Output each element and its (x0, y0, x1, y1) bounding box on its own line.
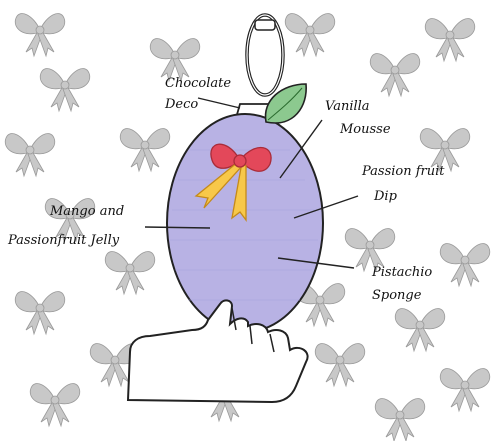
background-bow (40, 69, 90, 111)
label-pistachio-line2: Sponge (372, 288, 422, 303)
leader-line-chocolate (198, 98, 240, 108)
background-bow (105, 252, 155, 294)
label-mango-line2: Passionfruit Jelly (7, 233, 120, 248)
background-bow (370, 54, 420, 96)
background-bow (150, 39, 200, 81)
background-bow (285, 14, 335, 56)
label-vanilla-line2: Mousse (339, 122, 391, 137)
label-pistachio-line1: Pistachio (371, 265, 432, 280)
label-vanilla-line1: Vanilla (325, 99, 370, 114)
label-passion-dip-line2: Dip (373, 189, 398, 204)
mint-leaf-icon (265, 84, 306, 123)
egg-body (167, 114, 323, 332)
background-bow (375, 399, 425, 441)
background-bow (15, 292, 65, 334)
background-bow (440, 369, 490, 411)
leader-line-mango (145, 227, 210, 228)
label-chocolate-line2: Deco (164, 97, 198, 112)
background-bow (315, 344, 365, 386)
background-bow (120, 129, 170, 171)
background-bow (440, 244, 490, 286)
background-bow (5, 134, 55, 176)
background-bow (30, 384, 80, 426)
background-bow (15, 14, 65, 56)
label-chocolate-line1: Chocolate (165, 76, 231, 91)
background-bow (395, 309, 445, 351)
background-bow (425, 19, 475, 61)
hanger-ring (247, 15, 283, 95)
label-mango-line1: Mango and (49, 204, 124, 219)
label-passion-dip-line1: Passion fruit (361, 164, 445, 179)
